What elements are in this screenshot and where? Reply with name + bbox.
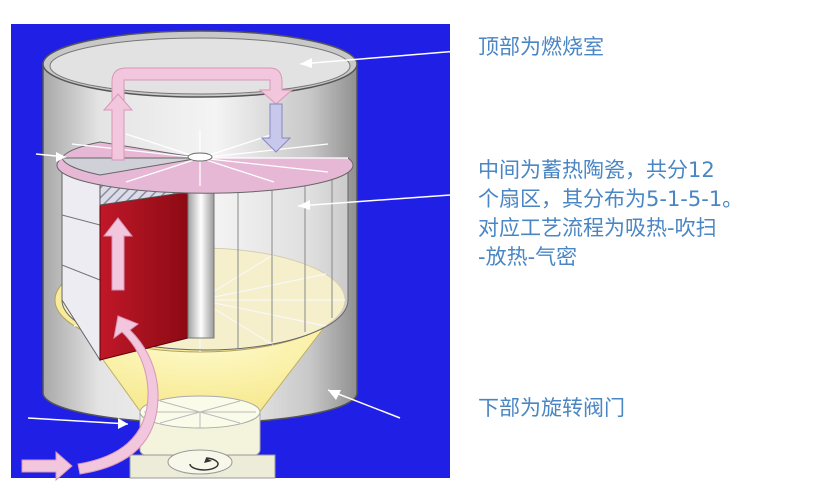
- flow-arrows: [21, 67, 294, 482]
- bed-vertical-dividers: [237, 162, 333, 348]
- leader-bottom: [327, 389, 401, 419]
- shaft-hole: [187, 152, 213, 162]
- leader-left-lower: [27, 417, 129, 425]
- caption-middle-line-2: 个扇区，其分布为5-1-5-1。: [478, 187, 744, 211]
- leader-top: [299, 49, 471, 65]
- leader-middle: [297, 192, 479, 207]
- wall-left-segments: [61, 214, 101, 281]
- loop-arrow: [111, 67, 294, 105]
- leader-arrowheads: [56, 58, 341, 429]
- inlet-curve-arrow: [77, 315, 159, 475]
- caption-top: 顶部为燃烧室: [478, 35, 604, 59]
- leader-lines: [27, 49, 479, 425]
- caption-middle: 中间为蓄热陶瓷，共分12 个扇区，其分布为5-1-5-1。 对应工艺流程为吸热-…: [478, 156, 743, 272]
- down-arrow-right: [260, 103, 292, 153]
- up-arrow-upper: [102, 93, 134, 161]
- caption-middle-line-3: 对应工艺流程为吸热-吹扫: [478, 216, 717, 240]
- caption-bottom: 下部为旋转阀门: [478, 396, 625, 420]
- caption-middle-line-1: 中间为蓄热陶瓷，共分12: [478, 158, 715, 182]
- shell-top-inner: [49, 37, 351, 95]
- inlet-arrow: [21, 450, 73, 482]
- caption-middle-line-4: -放热-气密: [478, 245, 578, 269]
- up-arrow-lower: [102, 217, 134, 291]
